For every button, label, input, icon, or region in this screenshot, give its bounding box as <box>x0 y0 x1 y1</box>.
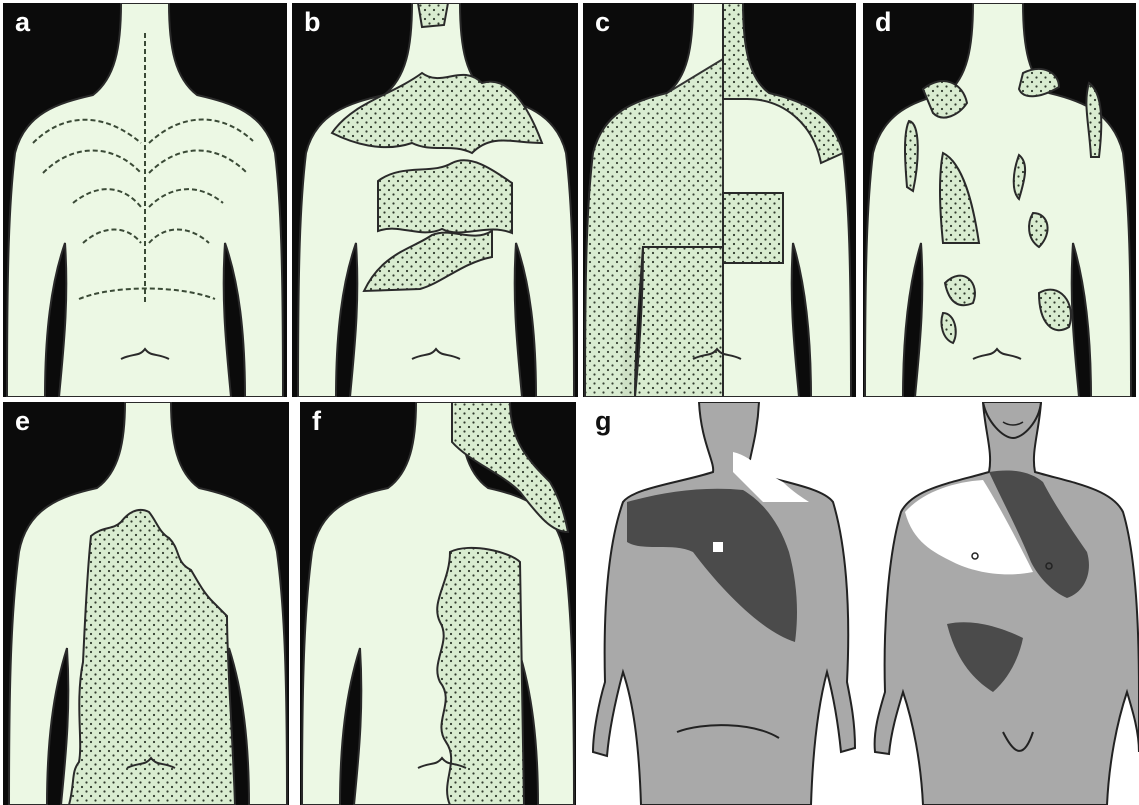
child-front-view <box>875 402 1139 805</box>
child-front-silhouette <box>875 402 1139 805</box>
stippled-quadrant <box>635 247 723 397</box>
child-back-silhouette <box>593 402 855 805</box>
panel-a: a <box>3 3 287 397</box>
panel-c: c <box>583 3 856 397</box>
torso-diagram-d <box>863 3 1136 397</box>
stippled-band <box>332 73 542 153</box>
panel-d: d <box>863 3 1136 397</box>
panel-label-a: a <box>15 9 30 36</box>
panel-label-c: c <box>595 9 610 36</box>
panel-label-g: g <box>595 408 612 435</box>
torso-diagram-b <box>292 3 578 397</box>
panel-label-f: f <box>312 408 321 435</box>
panel-label-e: e <box>15 408 30 435</box>
torso-diagram-f <box>300 402 576 805</box>
panel-b: b <box>292 3 578 397</box>
stippled-patch <box>905 121 918 191</box>
child-back-view <box>593 402 855 805</box>
stippled-segment <box>437 548 524 805</box>
child-diagram-g <box>583 402 1139 805</box>
torso-silhouette <box>865 3 1131 397</box>
torso-silhouette <box>7 3 283 397</box>
stippled-patch <box>1019 69 1059 96</box>
panel-g: g <box>583 402 1139 805</box>
stippled-band <box>378 160 512 233</box>
panel-f: f <box>300 402 576 805</box>
torso-diagram-a <box>3 3 287 397</box>
stippled-quadrant <box>723 193 783 263</box>
torso-diagram-e <box>3 402 289 805</box>
panel-label-b: b <box>304 9 321 36</box>
torso-diagram-c <box>583 3 856 397</box>
panel-e: e <box>3 402 289 805</box>
panel-label-d: d <box>875 9 892 36</box>
